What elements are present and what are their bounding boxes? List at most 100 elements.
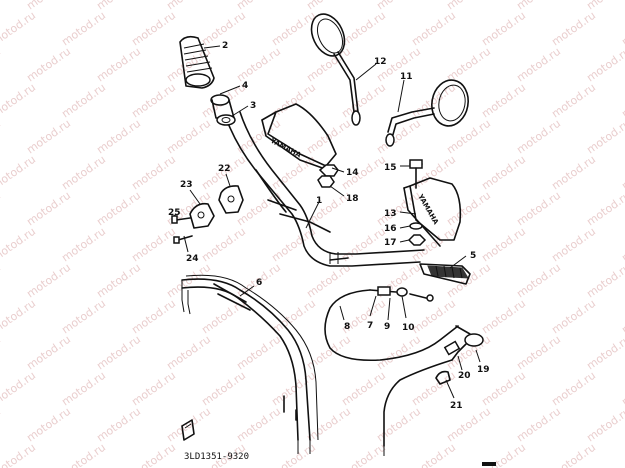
watermark-text: motod.ru [199, 225, 248, 265]
part-label-3: 3 [250, 101, 256, 111]
watermark-text: motod.ru [619, 225, 625, 265]
part-label-13: 13 [384, 209, 397, 219]
watermark-text: motod.ru [339, 369, 388, 409]
watermark-text: motod.ru [234, 45, 283, 85]
watermark-text: motod.ru [549, 297, 598, 337]
left-grip [179, 35, 215, 89]
watermark-text: motod.ru [129, 153, 178, 193]
watermark-text: motod.ru [549, 369, 598, 409]
watermark-text: motod.ru [269, 441, 318, 468]
watermark-text: motod.ru [59, 81, 108, 121]
small-bracket [181, 419, 195, 441]
watermark-text: motod.ru [514, 45, 563, 85]
watermark-text: motod.ru [234, 333, 283, 373]
corner-mark [482, 462, 496, 466]
watermark-text: motod.ru [444, 45, 493, 85]
watermark-text: motod.ru [339, 9, 388, 49]
watermark-text: motod.ru [164, 261, 213, 301]
watermark-text: motod.ru [129, 81, 178, 121]
part-label-9: 9 [384, 322, 390, 332]
watermark-text: motod.ru [584, 405, 625, 445]
watermark-text: motod.ru [0, 333, 3, 373]
watermark-text: motod.ru [0, 45, 3, 85]
brand-text-right: YAMAHA [416, 192, 440, 226]
watermark-text: motod.ru [0, 81, 38, 121]
watermark-text: motod.ru [129, 369, 178, 409]
handlebar [225, 111, 425, 267]
part-label-18: 18 [346, 194, 359, 204]
watermark-text: motod.ru [199, 297, 248, 337]
watermark-text: motod.ru [129, 225, 178, 265]
watermark-text: motod.ru [584, 45, 625, 85]
watermark-text: motod.ru [0, 261, 3, 301]
part-label-6: 6 [256, 278, 262, 288]
watermark-text: motod.ru [129, 9, 178, 49]
left-mirror [310, 13, 361, 126]
part-label-5: 5 [470, 251, 476, 261]
watermark-text: motod.ru [339, 441, 388, 468]
watermark-text: motod.ru [234, 405, 283, 445]
watermark-text: motod.ru [0, 0, 3, 12]
watermark-text: motod.ru [24, 405, 73, 445]
right-grip [419, 263, 471, 285]
watermark-text: motod.ru [549, 9, 598, 49]
right-mirror [385, 79, 469, 147]
watermark-text: motod.ru [164, 117, 213, 157]
watermark-text: motod.ru [409, 297, 458, 337]
watermark-text: motod.ru [409, 441, 458, 468]
watermark-text: motod.ru [59, 153, 108, 193]
watermark-text: motod.ru [24, 45, 73, 85]
part-label-23: 23 [180, 180, 193, 190]
watermark-text: motod.ru [0, 297, 38, 337]
clutch-cable [324, 286, 471, 362]
watermark-text: motod.ru [479, 225, 528, 265]
watermark-text: motod.ru [479, 153, 528, 193]
watermark-text: motod.ru [584, 117, 625, 157]
part-label-7: 7 [367, 321, 373, 331]
part-label-12: 12 [374, 57, 387, 67]
watermark-text: motod.ru [619, 441, 625, 468]
callout-labels: 2 4 3 1 5 6 7 8 9 10 11 12 13 14 15 16 1… [168, 41, 490, 411]
part-label-16: 16 [384, 224, 397, 234]
watermark-text: motod.ru [164, 333, 213, 373]
watermark-text: motod.ru [339, 81, 388, 121]
watermark-text: motod.ru [199, 369, 248, 409]
watermark-text: motod.ru [514, 261, 563, 301]
watermark-text: motod.ru [584, 333, 625, 373]
hardware-left [317, 164, 339, 188]
brand-text: YAMAHA [268, 136, 303, 160]
watermark-text: motod.ru [0, 189, 3, 229]
part-label-10: 10 [402, 323, 415, 333]
part-label-25: 25 [168, 208, 181, 218]
watermark-text: motod.ru [24, 333, 73, 373]
watermark-text: motod.ru [94, 405, 143, 445]
clamp-upper [218, 185, 244, 214]
watermark-text: motod.ru [619, 153, 625, 193]
watermark-text: motod.ru [24, 261, 73, 301]
part-label-8: 8 [344, 322, 350, 332]
watermark-text: motod.ru [59, 9, 108, 49]
watermark-text: motod.ru [444, 117, 493, 157]
watermark-text: motod.ru [269, 369, 318, 409]
watermark-text: motod.ru [94, 261, 143, 301]
watermark-text: motod.ru [479, 297, 528, 337]
watermark-text: motod.ru [129, 441, 178, 468]
watermark-text: motod.ru [304, 333, 353, 373]
watermark-text: motod.ru [0, 153, 38, 193]
part-label-17: 17 [384, 238, 397, 248]
watermark-text: motod.ru [59, 441, 108, 468]
watermark-text: motod.ru [619, 9, 625, 49]
part-label-20: 20 [458, 371, 471, 381]
watermark-text: motod.ru [164, 405, 213, 445]
clamp-lower [189, 202, 215, 229]
watermark-text: motod.ru [59, 225, 108, 265]
watermark-text: motod.ru [59, 297, 108, 337]
watermark-text: motod.ru [514, 189, 563, 229]
part-label-1: 1 [316, 196, 322, 206]
watermark-text: motod.ru [59, 369, 108, 409]
watermark-text: motod.ru [584, 261, 625, 301]
watermark-text: motod.ru [94, 333, 143, 373]
watermark-text: motod.ru [514, 405, 563, 445]
watermark-text: motod.ru [409, 9, 458, 49]
watermark-text: motod.ru [479, 9, 528, 49]
